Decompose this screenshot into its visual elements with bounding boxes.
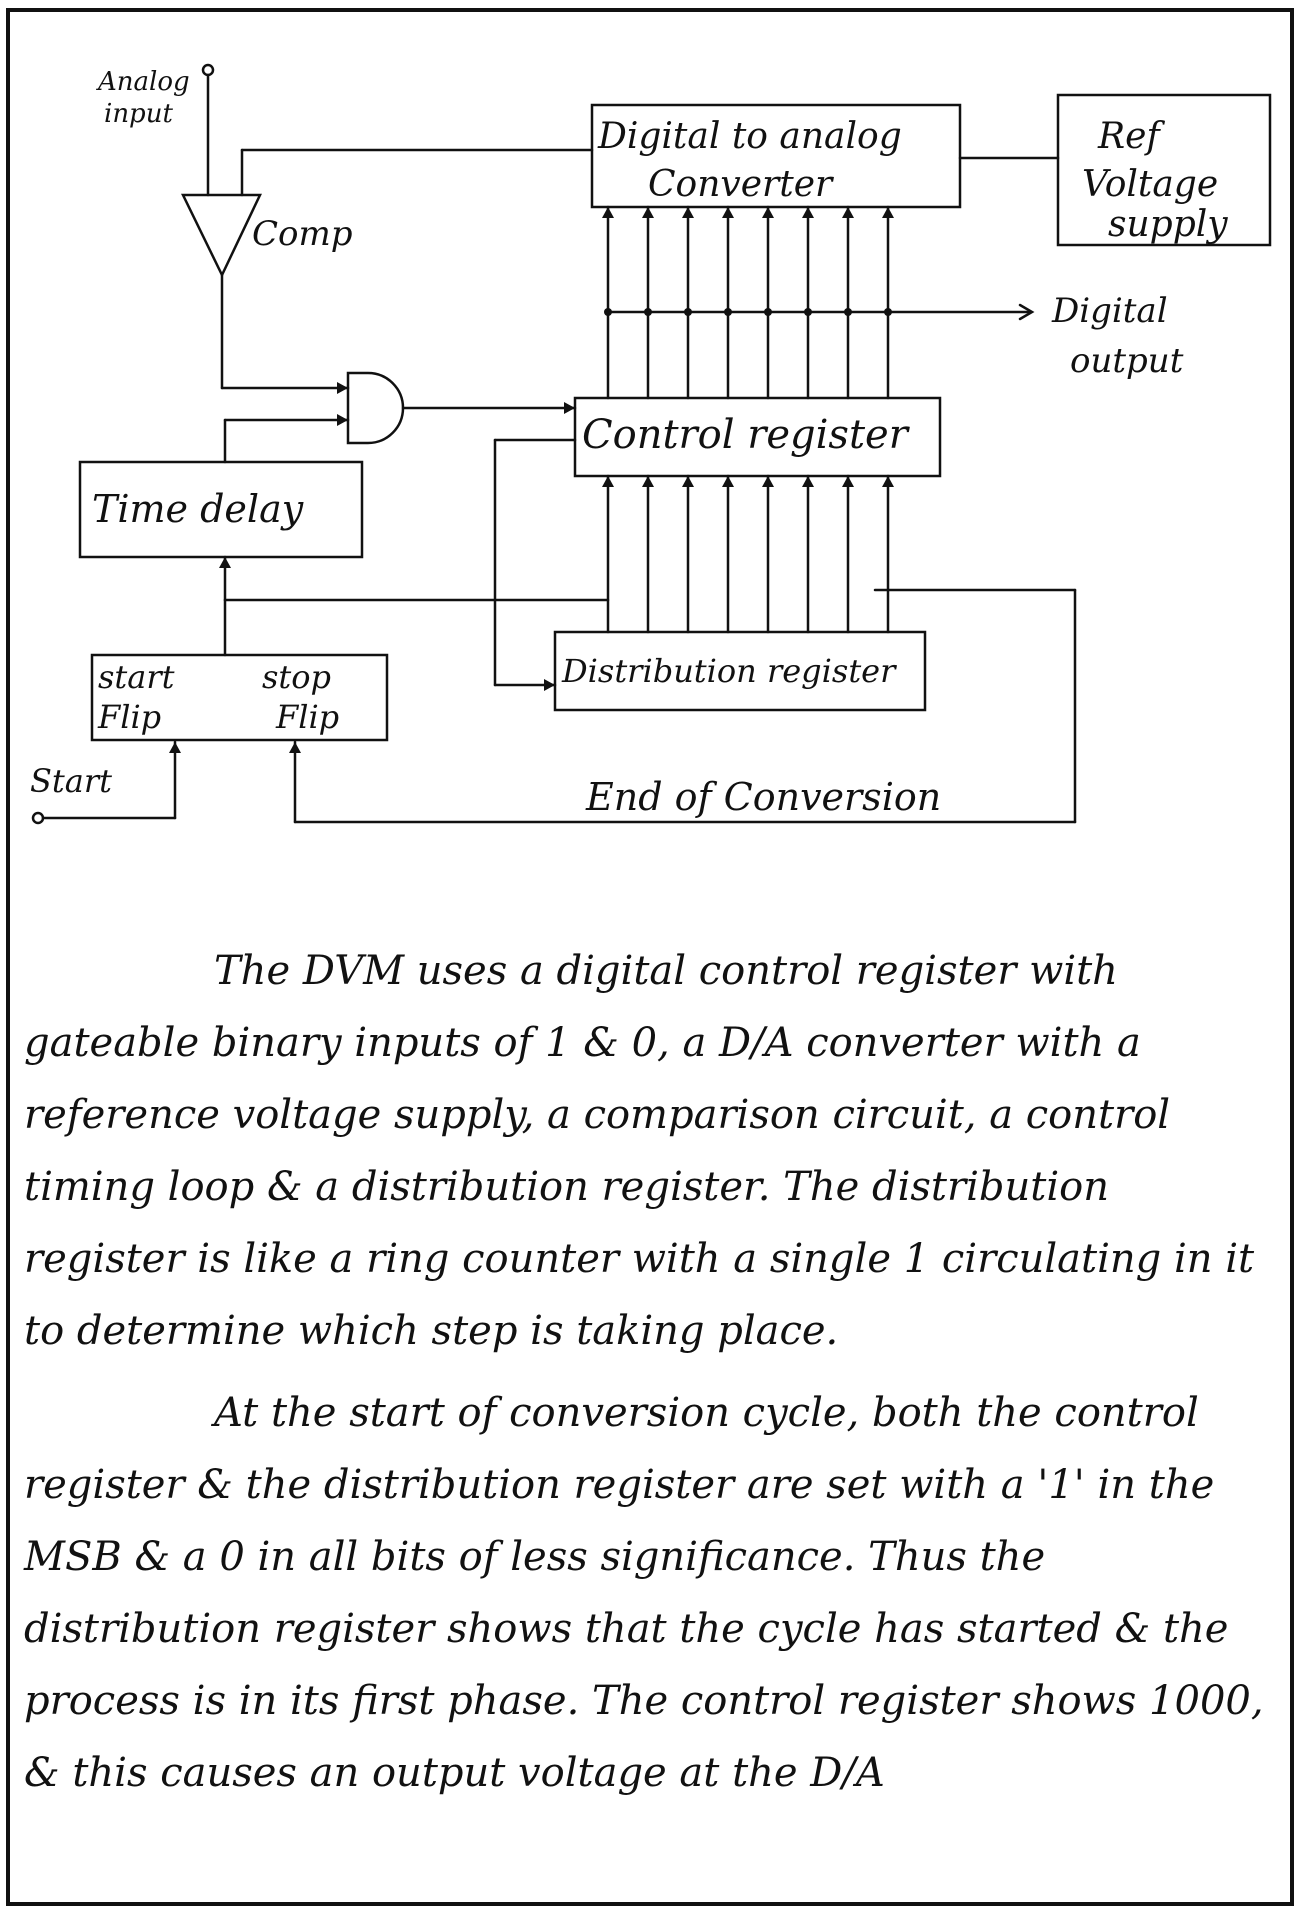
paragraph-1: The DVM uses a digital control register … (24, 948, 1255, 1354)
ref-voltage-label: Ref (1097, 116, 1165, 157)
distribution-register-label: Distribution register (561, 652, 897, 690)
digital-output-label-2: output (1070, 341, 1184, 381)
control-register-label: Control register (582, 412, 911, 458)
start-input-label: Start (30, 762, 112, 800)
control-register-box (573, 396, 942, 478)
dac-box (590, 103, 962, 209)
comparator-symbol (181, 193, 262, 278)
end-of-conversion-label: End of Conversion (585, 775, 941, 819)
dac-label-2: Converter (648, 164, 834, 205)
start-flip-label: start (98, 658, 175, 696)
and-gate-symbol (346, 371, 405, 445)
analog-input-label: Analog (96, 67, 190, 97)
digital-output-label: Digital (1051, 291, 1168, 331)
ref-voltage-box (1056, 93, 1272, 247)
start-flip-label-2: Flip (97, 698, 161, 736)
time-delay-box (78, 460, 364, 559)
comparator-label: Comp (252, 214, 353, 254)
time-delay-label: Time delay (92, 487, 304, 531)
dvm-block-diagram: Analog input Comp Digital to analog Conv… (30, 63, 1272, 825)
ref-voltage-label-3: supply (1108, 204, 1228, 245)
explanation-text: The DVM uses a digital control register … (24, 935, 1274, 1819)
ref-voltage-label-2: Voltage (1082, 164, 1218, 205)
paragraph-2: At the start of conversion cycle, both t… (24, 1390, 1264, 1796)
stop-flip-label: stop (262, 658, 331, 696)
start-input-terminal (31, 811, 45, 825)
analog-input-terminal (201, 63, 215, 77)
dac-label: Digital to analog (597, 116, 902, 157)
stop-flip-label-2: Flip (275, 698, 339, 736)
start-stop-flipflop-box (90, 653, 389, 742)
distribution-register-box (553, 630, 927, 712)
page-frame (6, 8, 1294, 1906)
analog-input-label-2: input (104, 99, 173, 129)
